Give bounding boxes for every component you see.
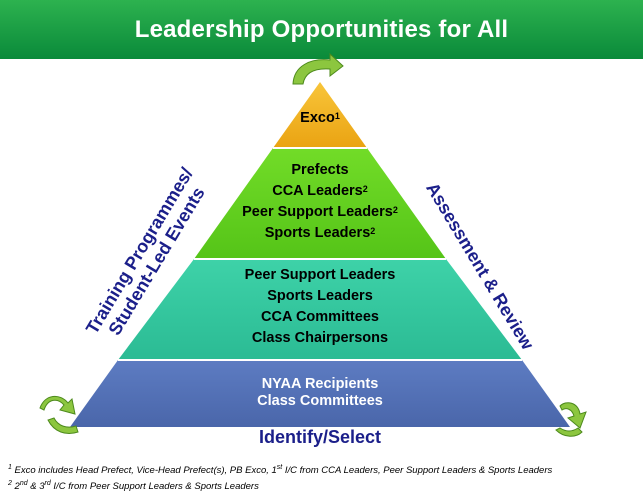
tier-4-shape	[70, 360, 570, 427]
class-committees-label: Class Committees	[257, 393, 383, 409]
footnote-2: 2 2nd & 3rd I/C from Peer Support Leader…	[8, 480, 259, 493]
sports-leaders-label: Sports Leaders	[267, 288, 373, 304]
tier-1-shape	[273, 82, 367, 148]
footnote-1: 1 Exco includes Head Prefect, Vice-Head …	[8, 464, 553, 477]
tier-4-labels: NYAA Recipients Class Committees	[170, 376, 470, 410]
peer-support-leaders-label: Peer Support Leaders	[244, 267, 396, 283]
top-cycle-arrow-icon	[292, 52, 344, 85]
tier-1-label: Exco1	[230, 108, 410, 129]
cca-committees-label: CCA Committees	[261, 309, 379, 325]
page-title: Leadership Opportunities for All	[134, 15, 509, 43]
tier-3-labels: Peer Support Leaders Sports Leaders CCA …	[170, 265, 470, 349]
nyaa-recipients-label: NYAA Recipients	[261, 376, 379, 392]
footnotes: 1 Exco includes Head Prefect, Vice-Head …	[8, 461, 638, 493]
sports-leaders-label: Sports Leaders2	[264, 225, 376, 241]
peer-support-leaders-label: Peer Support Leaders2	[242, 204, 398, 220]
class-chairpersons-label: Class Chairpersons	[251, 330, 389, 346]
cca-leaders-label: CCA Leaders2	[272, 183, 368, 199]
tier-3-shape	[118, 259, 522, 360]
tier-2-shape	[194, 148, 446, 259]
tier-2-labels: Prefects CCA Leaders2 Peer Support Leade…	[190, 160, 450, 244]
prefects-label: Prefects	[291, 162, 349, 178]
title-banner: Leadership Opportunities for All	[0, 0, 643, 59]
left-cycle-arrow-icon	[39, 395, 79, 434]
right-cycle-arrow-icon	[555, 402, 587, 437]
exco-label: Exco	[300, 110, 335, 126]
footnote-ref-1: 1	[334, 111, 340, 121]
identify-select-label: Identify/Select	[258, 427, 382, 447]
